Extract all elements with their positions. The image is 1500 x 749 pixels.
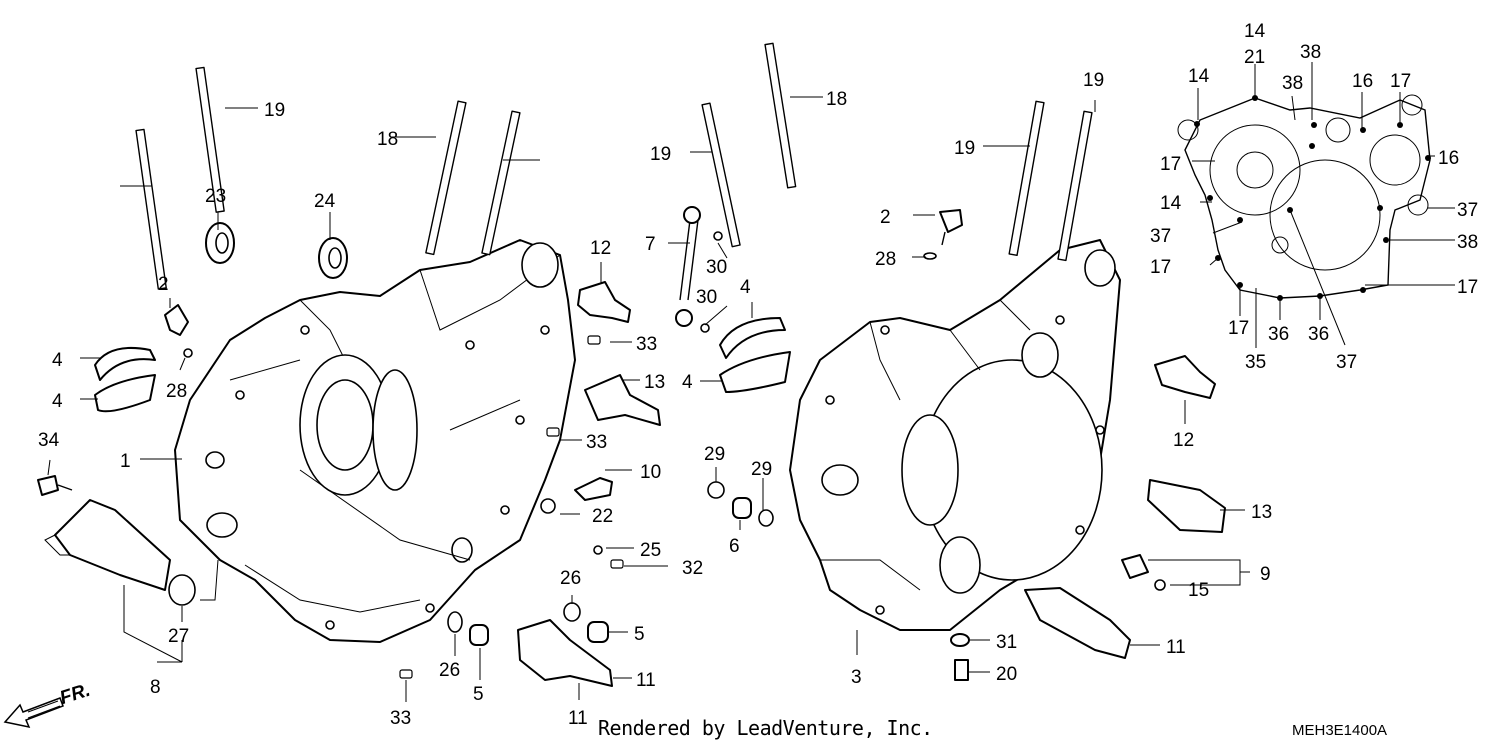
front-arrow-icon: FR.: [3, 680, 93, 729]
part-label: 20: [996, 664, 1017, 685]
part-label: 25: [640, 540, 661, 561]
part-label: 38: [1457, 232, 1478, 253]
part-label: 27: [168, 626, 189, 647]
part-label: 37: [1457, 200, 1478, 221]
part-label: 29: [751, 459, 772, 480]
part-label: 9: [1260, 564, 1271, 585]
part-label: 17: [1390, 71, 1411, 92]
part-label: 5: [473, 684, 484, 705]
part-label: 12: [590, 238, 611, 259]
stud-bolts: [135, 42, 1093, 290]
part-label: 18: [826, 89, 847, 110]
part-label: 37: [1150, 226, 1171, 247]
part-label: 13: [1251, 502, 1272, 523]
part-label: 19: [650, 144, 671, 165]
part-label: 33: [636, 334, 657, 355]
credit-text: Rendered by LeadVenture, Inc.: [598, 716, 933, 740]
part-label: 17: [1228, 318, 1249, 339]
part-labels: 14 21 38 14 38 16 17 17 16 14 37 37 38 1…: [38, 21, 1478, 729]
part-label: 33: [390, 708, 411, 729]
part-label: 2: [880, 207, 891, 228]
part-label: 23: [205, 186, 226, 207]
part-label: 4: [52, 391, 63, 412]
part-label: 37: [1336, 352, 1357, 373]
part-label: 26: [439, 660, 460, 681]
part-label: 4: [52, 350, 63, 371]
left-crankcase: [174, 239, 576, 643]
part-label: 38: [1300, 42, 1321, 63]
part-label: 5: [634, 624, 645, 645]
part-label: 31: [996, 632, 1017, 653]
part-label: 30: [706, 257, 727, 278]
part-label: 36: [1268, 324, 1289, 345]
part-label: 22: [592, 506, 613, 527]
bearings-and-parts: [37, 206, 1226, 687]
part-label: 3: [851, 667, 862, 688]
part-label: 14: [1244, 21, 1266, 42]
part-label: 10: [640, 462, 661, 483]
part-label: 35: [1245, 352, 1266, 373]
part-label: 11: [1166, 637, 1186, 658]
part-label: 14: [1160, 193, 1182, 214]
part-label: 19: [264, 100, 285, 121]
part-label: 30: [696, 287, 717, 308]
part-label: 32: [682, 558, 703, 579]
diagram-code: MEH3E1400A: [1292, 722, 1388, 739]
part-label: 17: [1457, 277, 1478, 298]
part-label: 19: [954, 138, 975, 159]
part-label: 15: [1188, 580, 1209, 601]
part-label: 4: [740, 277, 751, 298]
right-crankcase: [789, 239, 1121, 631]
front-indicator: FR.: [57, 680, 93, 709]
part-label: 13: [644, 372, 665, 393]
part-label: 21: [1244, 47, 1265, 68]
part-label: 18: [377, 129, 398, 150]
part-label: 26: [560, 568, 581, 589]
part-label: 1: [120, 451, 131, 472]
part-label: 11: [636, 670, 656, 691]
part-label: 8: [150, 677, 161, 698]
part-label: 14: [1188, 66, 1210, 87]
part-label: 28: [875, 249, 896, 270]
part-label: 12: [1173, 430, 1194, 451]
part-label: 4: [682, 372, 693, 393]
part-label: 19: [1083, 70, 1104, 91]
part-label: 24: [314, 191, 336, 212]
part-label: 6: [729, 536, 740, 557]
part-label: 7: [645, 234, 656, 255]
part-label: 34: [38, 430, 60, 451]
part-label: 29: [704, 444, 725, 465]
crankcase-gasket: [1177, 94, 1431, 301]
part-label: 28: [166, 381, 187, 402]
leader-lines: [44, 62, 1455, 702]
part-label: 16: [1438, 148, 1459, 169]
part-label: 33: [586, 432, 607, 453]
part-label: 36: [1308, 324, 1329, 345]
part-label: 17: [1160, 154, 1181, 175]
part-label: 17: [1150, 257, 1171, 278]
part-label: 16: [1352, 71, 1373, 92]
part-label: 2: [158, 274, 169, 295]
part-label: 38: [1282, 73, 1303, 94]
part-label: 11: [568, 708, 588, 729]
